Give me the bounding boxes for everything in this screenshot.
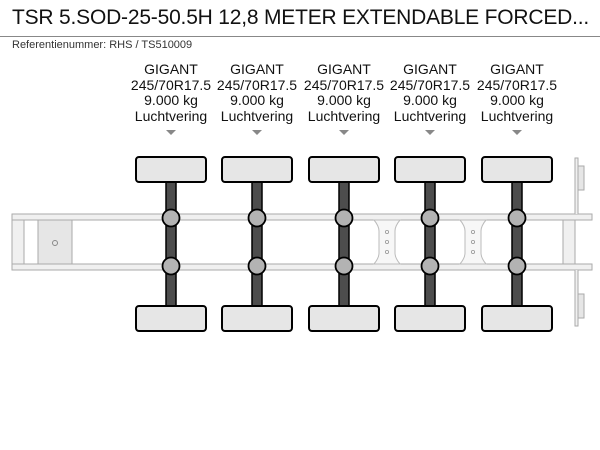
chassis	[11, 157, 593, 327]
axle-suspension: Luchtvering	[307, 107, 381, 124]
axle-brand: GIGANT	[317, 61, 371, 77]
axle-brand: GIGANT	[230, 61, 284, 77]
axle-suspension: Luchtvering	[393, 107, 467, 124]
tire-top	[394, 156, 466, 183]
hub	[420, 256, 440, 276]
tire-top	[221, 156, 293, 183]
axle-tire: 245/70R17.5	[303, 76, 385, 93]
tire-bottom	[394, 305, 466, 332]
tire-top	[135, 156, 207, 183]
axle-suspension: Luchtvering	[480, 107, 554, 124]
hub	[161, 256, 181, 276]
rear-light-top	[577, 165, 585, 191]
rear-light-bottom	[577, 293, 585, 319]
hub	[334, 208, 354, 228]
axle-shaft	[338, 179, 350, 309]
frame-rail-bottom	[11, 263, 593, 271]
axles	[135, 156, 553, 332]
axle-load: 9.000 kg	[317, 92, 371, 108]
axle-5	[481, 156, 553, 332]
axle-tire: 245/70R17.5	[476, 76, 558, 93]
axle-brand: GIGANT	[490, 61, 544, 77]
hub	[247, 256, 267, 276]
hub	[247, 208, 267, 228]
chevron-down-icon	[252, 130, 262, 135]
chevron-down-icon	[166, 130, 176, 135]
front-plate	[37, 219, 73, 265]
axle-1	[135, 156, 207, 332]
chevron-down-icon	[512, 130, 522, 135]
reference-number: Referentienummer: RHS / TS510009	[12, 39, 193, 51]
axle-load: 9.000 kg	[490, 92, 544, 108]
tire-top	[481, 156, 553, 183]
cross-member	[372, 219, 402, 265]
tire-bottom	[221, 305, 293, 332]
axle-load: 9.000 kg	[403, 92, 457, 108]
axle-load: 9.000 kg	[144, 92, 198, 108]
hub	[334, 256, 354, 276]
tire-top	[308, 156, 380, 183]
chevron-down-icon	[339, 130, 349, 135]
hub	[507, 208, 527, 228]
axle-load: 9.000 kg	[230, 92, 284, 108]
axle-shaft	[251, 179, 263, 309]
axle-suspension: Luchtvering	[134, 107, 208, 124]
front-beam	[11, 219, 25, 265]
axle-tire: 245/70R17.5	[216, 76, 298, 93]
axle-brand: GIGANT	[144, 61, 198, 77]
tire-bottom	[135, 305, 207, 332]
axle-shaft	[511, 179, 523, 309]
title-divider	[0, 36, 600, 37]
front-plate-hole	[52, 240, 58, 246]
rear-beam	[562, 219, 576, 265]
axle-tire: 245/70R17.5	[130, 76, 212, 93]
frame-rail-top	[11, 213, 593, 221]
cross-member	[458, 219, 488, 265]
hub	[420, 208, 440, 228]
axle-shaft	[165, 179, 177, 309]
axle-tire: 245/70R17.5	[389, 76, 471, 93]
axle-suspension: Luchtvering	[220, 107, 294, 124]
axle-2	[221, 156, 293, 332]
axle-3	[308, 156, 380, 332]
axle-brand: GIGANT	[403, 61, 457, 77]
hub	[161, 208, 181, 228]
tire-bottom	[481, 305, 553, 332]
cross-members	[372, 219, 488, 265]
hub	[507, 256, 527, 276]
tire-bottom	[308, 305, 380, 332]
axle-4	[394, 156, 466, 332]
page-title: TSR 5.SOD-25-50.5H 12,8 METER EXTENDABLE…	[12, 6, 589, 29]
chevron-down-icon	[425, 130, 435, 135]
axle-shaft	[424, 179, 436, 309]
